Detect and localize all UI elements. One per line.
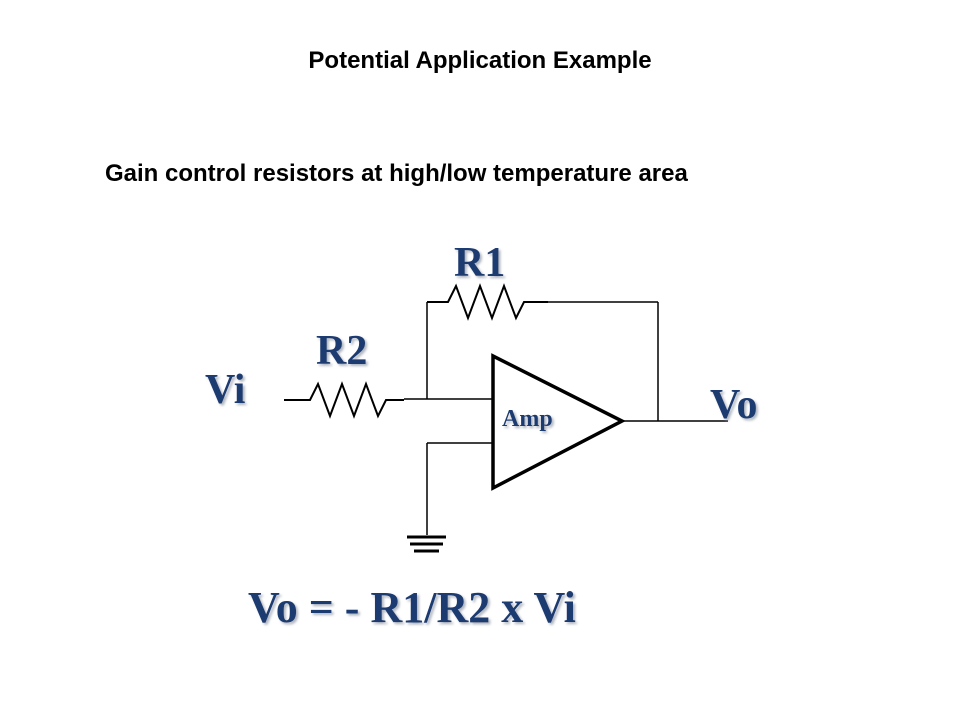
r2-label: R2 — [316, 328, 367, 374]
vi-label: Vi — [205, 367, 246, 413]
input-resistor-r2 — [284, 381, 404, 419]
feedback-wire — [548, 301, 659, 421]
vo-label: Vo — [710, 382, 757, 428]
amplifier-triangle — [491, 353, 626, 491]
slide-title: Potential Application Example — [308, 47, 652, 74]
feedback-resistor-r1 — [427, 283, 548, 321]
gain-equation: Vo = - R1/R2 x Vi — [248, 583, 576, 632]
slide-subtitle: Gain control resistors at high/low tempe… — [105, 160, 688, 187]
ground-wire — [426, 442, 493, 535]
ground-icon — [407, 535, 446, 553]
amp-label: Amp — [502, 406, 553, 432]
r1-label: R1 — [454, 240, 505, 286]
inverting-input-wire — [404, 302, 493, 400]
